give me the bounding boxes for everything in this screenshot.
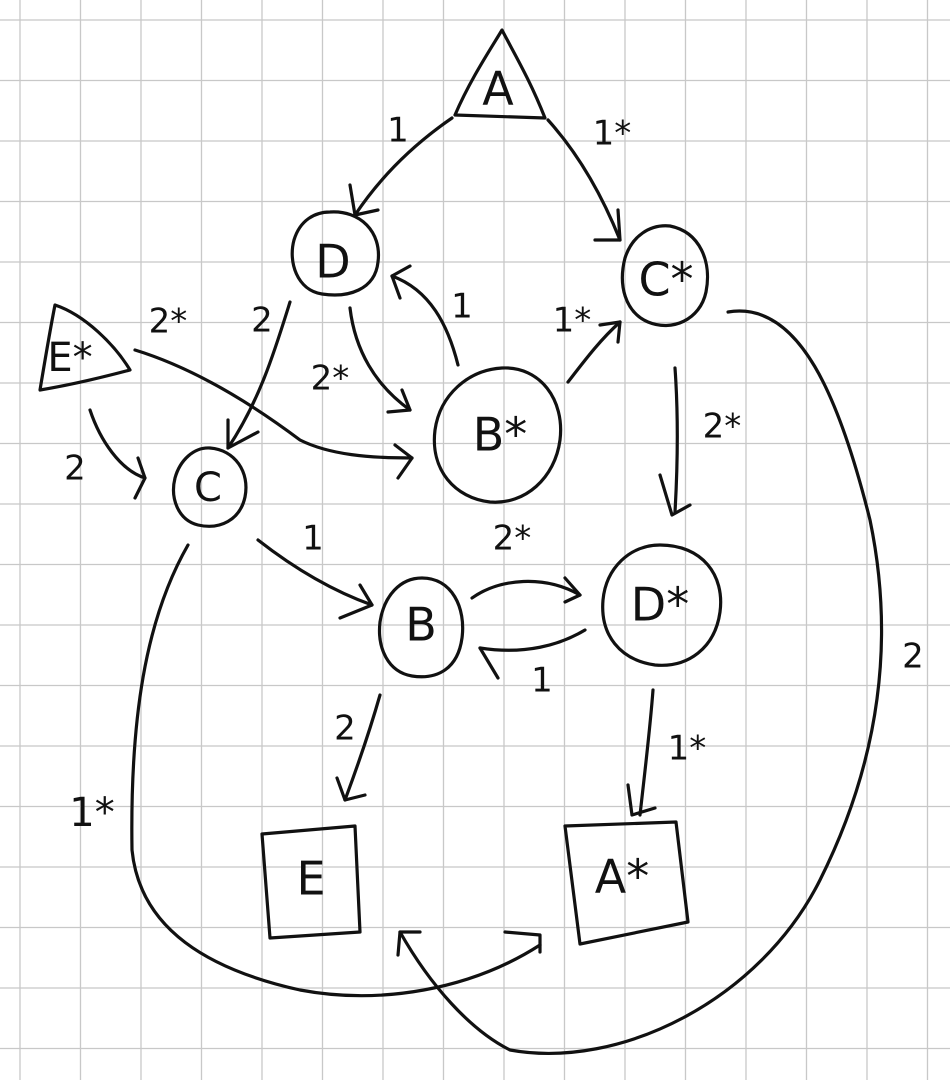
edge-B-D-star-label: 2* [493, 519, 532, 559]
edge-D-star-B-label: 1 [531, 661, 553, 701]
edge-E-star-C: 2 [64, 408, 147, 500]
node-B-star: B* [432, 366, 563, 504]
edge-C-star-D-star: 2* [658, 366, 742, 517]
edge-D-star-B: 1 [478, 628, 587, 701]
edge-D-star-A-star: 1* [626, 688, 707, 817]
edge-C-A-star: 1* [69, 543, 542, 998]
edge-D-B-star: 2* [311, 306, 412, 414]
node-D-label: D [315, 235, 350, 289]
edge-C-star-D-star-label: 2* [703, 407, 742, 447]
node-A-star: A* [563, 820, 690, 946]
edge-B-star-C-star: 1* [553, 301, 622, 384]
edge-B-E: 2 [334, 693, 382, 802]
node-C-star-label: C* [638, 253, 693, 307]
edge-B-star-C-star-label: 1* [553, 301, 592, 341]
edge-E-star-B-star-label: 2* [149, 302, 188, 342]
edge-C-B: 1 [256, 519, 374, 620]
edge-E-star-B-star: 2* [133, 302, 414, 480]
edge-A-D: 1 [348, 111, 454, 217]
edge-D-C: 2 [226, 300, 292, 450]
node-C-star: C* [620, 224, 710, 328]
node-D-star: D* [601, 543, 723, 667]
node-E-star: E* [38, 303, 132, 392]
edge-A-D-label: 1 [387, 111, 409, 151]
edge-B-star-D-label: 1 [451, 287, 473, 327]
node-C-label: C [194, 465, 222, 511]
edge-A-C-star-label: 1* [593, 114, 632, 154]
edge-C-B-label: 1 [302, 519, 324, 559]
node-A: A [453, 28, 547, 120]
node-D: D [290, 210, 381, 297]
edge-B-star-D: 1 [390, 264, 473, 367]
node-D-star-label: D* [631, 578, 689, 632]
edge-D-B-star-label: 2* [311, 359, 350, 399]
node-E-label: E [296, 852, 325, 906]
edge-E-star-C-label: 2 [64, 449, 86, 489]
edge-D-C-label: 2 [251, 301, 273, 341]
node-A-star-label: A* [595, 850, 649, 904]
edge-A-C-star: 1* [546, 114, 632, 242]
edge-C-star-E-label: 2 [902, 637, 924, 677]
node-B-star-label: B* [473, 408, 528, 462]
node-C: C [171, 446, 248, 528]
node-E: E [260, 824, 362, 940]
edge-B-D-star: 2* [470, 519, 582, 604]
edge-B-E-label: 2 [334, 709, 356, 749]
node-B: B [377, 576, 465, 679]
edge-C-star-E: 2 [396, 309, 924, 1055]
node-E-star-label: E* [47, 335, 92, 381]
node-B-label: B [405, 598, 437, 652]
node-A-label: A [482, 62, 514, 116]
edge-D-star-A-star-label: 1* [668, 729, 707, 769]
edge-C-A-star-label: 1* [69, 790, 114, 836]
